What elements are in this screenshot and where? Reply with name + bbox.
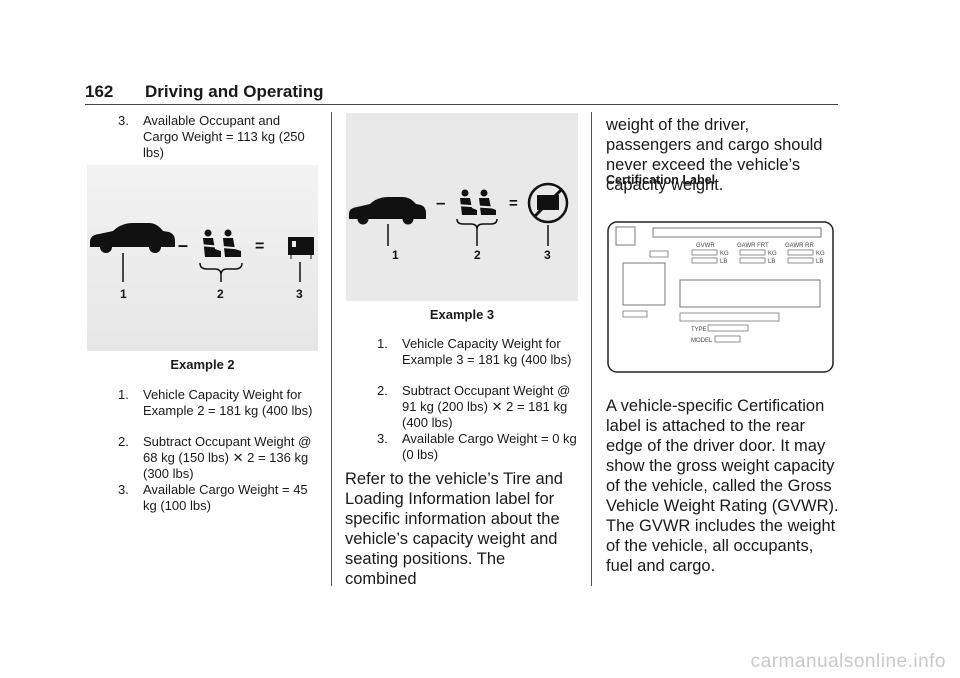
lb-text: LB: [720, 259, 727, 265]
car-icon: [349, 197, 426, 225]
list-number: 1.: [118, 387, 129, 402]
callout-2: 2: [474, 248, 481, 262]
callout-3: 3: [544, 248, 551, 262]
body-paragraph: A vehicle-specific Certification label i…: [606, 397, 839, 575]
list-number: 3.: [118, 482, 129, 497]
gawr-rr-text: GAWR RR: [785, 243, 814, 249]
figure-caption: Example 3: [429, 307, 495, 322]
watermark-text: carmanualsonline.info: [750, 651, 946, 672]
list-text: Available Occupant and Cargo Weight = 11…: [143, 113, 305, 160]
section-subheading: Certification Label: [606, 173, 716, 187]
minus-sign-icon: –: [178, 235, 188, 255]
column-divider-2: [591, 112, 592, 586]
kg-text: KG: [816, 251, 825, 257]
section-title: Driving and Operating: [145, 82, 324, 101]
minus-sign-icon: –: [436, 193, 445, 212]
list-number: 2.: [377, 383, 388, 398]
kg-text: KG: [720, 251, 729, 257]
example-3-illustration: 1 – 2 = 3: [346, 113, 578, 301]
list-text: Subtract Occupant Weight @ 91 kg (200 lb…: [402, 383, 571, 430]
list-text: Vehicle Capacity Weight for Example 3 = …: [402, 336, 572, 367]
figure-caption: Example 2: [170, 357, 235, 372]
list-text: Available Cargo Weight = 45 kg (100 lbs): [143, 482, 308, 513]
certification-label-svg: GVWR GAWR FRT GAWR RR KG LB KG LB KG LB …: [607, 221, 834, 373]
list-text: Available Cargo Weight = 0 kg (0 lbs): [402, 431, 577, 462]
example-2-illustration: 1 – 2 = 3: [87, 165, 318, 351]
example-2-svg: 1 – 2 = 3: [87, 165, 318, 351]
body-paragraph-continued: weight of the driver, passengers and car…: [606, 116, 823, 194]
lb-text: LB: [816, 259, 823, 265]
gvwr-text: GVWR: [696, 243, 715, 249]
model-text: MODEL: [691, 338, 713, 344]
body-paragraph: Refer to the vehicle’s Tire and Loading …: [345, 470, 563, 588]
list-text: Vehicle Capacity Weight for Example 2 = …: [143, 387, 313, 418]
kg-text: KG: [768, 251, 777, 257]
list-number: 2.: [118, 434, 129, 449]
callout-3: 3: [296, 287, 303, 301]
cargo-icon: [288, 237, 314, 259]
type-text: TYPE: [691, 327, 707, 333]
callout-2: 2: [217, 287, 224, 301]
callout-1: 1: [120, 287, 127, 301]
car-icon: [90, 223, 175, 253]
list-text: Subtract Occupant Weight @ 68 kg (150 lb…: [143, 434, 312, 481]
list-number: 3.: [377, 431, 388, 446]
gawr-frt-text: GAWR FRT: [737, 243, 769, 249]
occupant-seat-icon: [455, 189, 501, 215]
equals-sign-icon: =: [509, 195, 518, 212]
callout-1: 1: [392, 248, 399, 262]
page-number: 162: [85, 82, 114, 101]
list-number: 3.: [118, 113, 129, 128]
lb-text: LB: [768, 259, 775, 265]
header-rule: [85, 104, 838, 105]
occupant-seat-icon: [198, 229, 246, 257]
certification-label-illustration: GVWR GAWR FRT GAWR RR KG LB KG LB KG LB …: [607, 221, 834, 373]
column-divider-1: [331, 112, 332, 586]
equals-sign-icon: =: [255, 238, 264, 255]
no-cargo-icon: [527, 182, 569, 224]
example-3-svg: 1 – 2 = 3: [346, 113, 578, 301]
list-number: 1.: [377, 336, 388, 351]
